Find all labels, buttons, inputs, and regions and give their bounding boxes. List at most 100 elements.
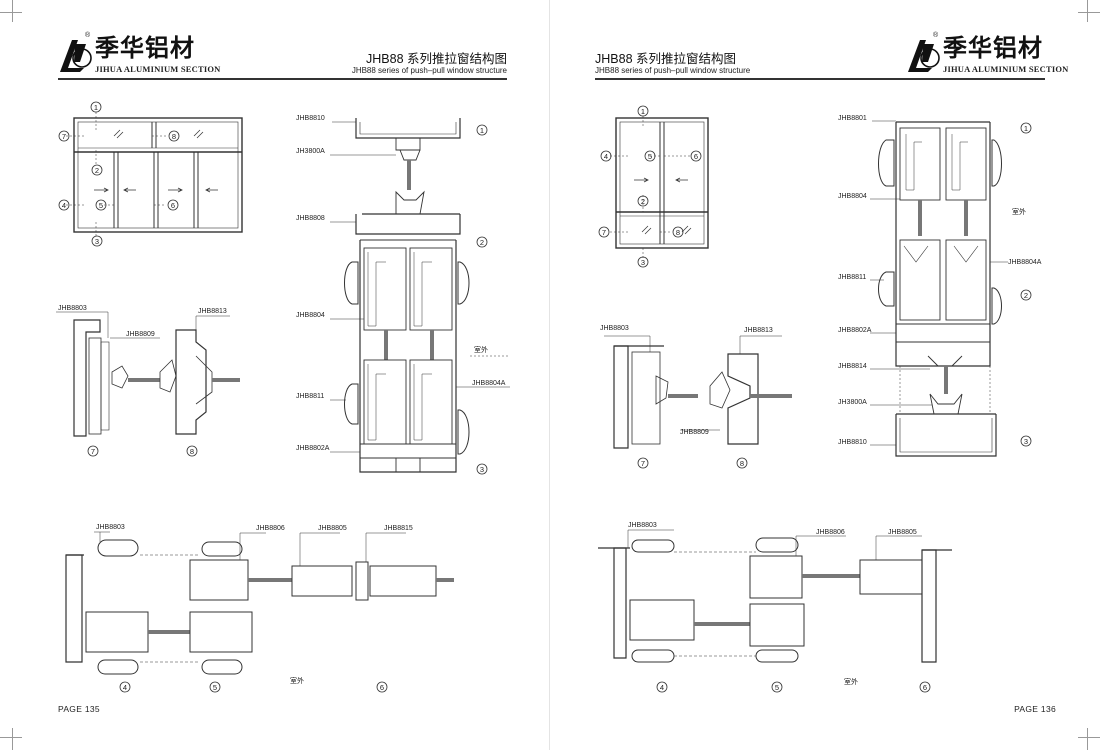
part-label: JHB8803 xyxy=(600,325,629,332)
part-label: JHB8804A xyxy=(1008,259,1042,266)
part-label: JHB8803 xyxy=(96,524,125,531)
page-number: PAGE 136 xyxy=(1014,704,1056,714)
part-label: JHB8805 xyxy=(318,525,347,532)
part-label: JHB8809 xyxy=(126,331,155,338)
page-title: JHB88 系列推拉窗结构图 xyxy=(366,52,507,66)
callout-4: 4 xyxy=(123,683,127,692)
callout-1: 1 xyxy=(1024,124,1028,133)
page-number: PAGE 135 xyxy=(58,704,100,714)
part-label: JHB8804 xyxy=(296,312,325,319)
part-label: JHB8805 xyxy=(888,529,917,536)
callout-2: 2 xyxy=(95,166,99,175)
part-label: JHB8811 xyxy=(838,274,866,281)
part-label: JHB8806 xyxy=(256,525,285,532)
page-135: ® 季华铝材 JIHUA ALUMINIUM SECTION JHB88 系列推… xyxy=(56,32,510,714)
window-elevation xyxy=(610,112,709,258)
callout-2: 2 xyxy=(480,238,484,247)
crop-mark xyxy=(1087,728,1088,750)
part-label: JHB8814 xyxy=(838,363,867,370)
outdoor-label: 室外 xyxy=(474,345,488,354)
callout-6: 6 xyxy=(171,201,175,210)
part-label: JH3800A xyxy=(296,148,325,155)
crop-mark xyxy=(0,737,22,738)
page-title: JHB88 系列推拉窗结构图 xyxy=(595,52,736,66)
callout-4: 4 xyxy=(62,201,66,210)
callout-7: 7 xyxy=(602,228,606,237)
crop-mark xyxy=(1087,0,1088,22)
callout-8: 8 xyxy=(740,459,744,468)
outdoor-label: 室外 xyxy=(844,677,858,686)
brand-name-en: JIHUA ALUMINIUM SECTION xyxy=(95,64,221,74)
brand-name-cn: 季华铝材 xyxy=(95,34,195,62)
crop-mark xyxy=(12,728,13,750)
callout-4: 4 xyxy=(604,152,608,161)
part-label: JHB8802A xyxy=(296,445,330,452)
part-label: JHB8802A xyxy=(838,327,872,334)
callout-5: 5 xyxy=(99,201,103,210)
window-elevation xyxy=(66,112,243,236)
callout-3: 3 xyxy=(480,465,484,474)
part-label: JHB8815 xyxy=(384,525,413,532)
part-label: JHB8803 xyxy=(58,305,87,312)
brand-name-en: JIHUA ALUMINIUM SECTION xyxy=(943,64,1069,74)
part-label: JHB8813 xyxy=(198,308,227,315)
horizontal-section xyxy=(598,529,952,663)
page-spine xyxy=(549,0,550,750)
title-rule xyxy=(58,78,507,80)
callout-7: 7 xyxy=(91,447,95,456)
callout-1: 1 xyxy=(641,107,645,116)
crop-mark xyxy=(1078,737,1100,738)
left-page-text: 1 7 8 2 4 5 6 3 JHB8803 JHB8809 JHB8813 … xyxy=(58,103,506,692)
callout-2: 2 xyxy=(641,197,645,206)
page-136: JHB88 系列推拉窗结构图 JHB88 series of push–pull… xyxy=(550,0,1100,750)
callout-5: 5 xyxy=(775,683,779,692)
detail-7-8-section xyxy=(56,311,240,437)
callout-1: 1 xyxy=(94,103,98,112)
brand-logo: ® 季华铝材 JIHUA ALUMINIUM SECTION xyxy=(906,32,1069,79)
callout-8: 8 xyxy=(676,228,680,237)
callout-4: 4 xyxy=(660,683,664,692)
jihua-logo-icon xyxy=(908,40,940,72)
crop-mark xyxy=(12,0,13,22)
part-label: JHB8801 xyxy=(838,115,867,122)
callout-8: 8 xyxy=(172,132,176,141)
vertical-section xyxy=(330,118,510,473)
part-label: JHB8806 xyxy=(816,529,845,536)
jihua-logo-icon xyxy=(60,40,92,72)
part-label: JHB8804A xyxy=(472,380,506,387)
part-label: JHB8813 xyxy=(744,327,773,334)
callout-7: 7 xyxy=(62,132,66,141)
callout-8: 8 xyxy=(190,447,194,456)
registered-mark: ® xyxy=(85,32,91,39)
part-label: JHB8810 xyxy=(296,115,325,122)
part-label: JH3800A xyxy=(838,399,867,406)
callout-3: 3 xyxy=(641,258,645,267)
right-page-text: 1 4 5 6 2 7 8 3 JHB8803 JHB8813 JHB8809 … xyxy=(600,107,1042,692)
part-label: JHB8804 xyxy=(838,193,867,200)
callout-7: 7 xyxy=(641,459,645,468)
crop-mark xyxy=(1078,12,1100,13)
outdoor-label: 室外 xyxy=(1012,207,1026,216)
brand-logo: ® 季华铝材 JIHUA ALUMINIUM SECTION xyxy=(58,32,221,79)
callout-3: 3 xyxy=(1024,437,1028,446)
drawing-canvas: 1 4 5 6 2 7 8 3 JHB8803 JHB8813 JHB8809 … xyxy=(598,105,1042,693)
callout-6: 6 xyxy=(923,683,927,692)
callout-3: 3 xyxy=(95,237,99,246)
callout-6: 6 xyxy=(694,152,698,161)
callout-1: 1 xyxy=(480,126,484,135)
brand-name-cn: 季华铝材 xyxy=(943,34,1043,62)
outdoor-label: 室外 xyxy=(290,676,304,685)
drawing-canvas: 1 7 8 2 4 5 6 3 JHB8803 JHB8809 JHB8813 … xyxy=(56,101,510,693)
callout-5: 5 xyxy=(213,683,217,692)
page-title-block: JHB88 系列推拉窗结构图 JHB88 series of push–pull… xyxy=(352,52,507,76)
part-label: JHB8809 xyxy=(680,429,709,436)
horizontal-section xyxy=(65,531,454,675)
part-label: JHB8803 xyxy=(628,522,657,529)
page-subtitle: JHB88 series of push–pull window structu… xyxy=(595,66,751,75)
page-subtitle: JHB88 series of push–pull window structu… xyxy=(351,66,507,75)
callout-5: 5 xyxy=(648,152,652,161)
registered-mark: ® xyxy=(933,32,939,39)
part-label: JHB8811 xyxy=(296,393,324,400)
part-label: JHB8808 xyxy=(296,215,325,222)
page-title-block: JHB88 系列推拉窗结构图 JHB88 series of push–pull… xyxy=(595,52,750,76)
